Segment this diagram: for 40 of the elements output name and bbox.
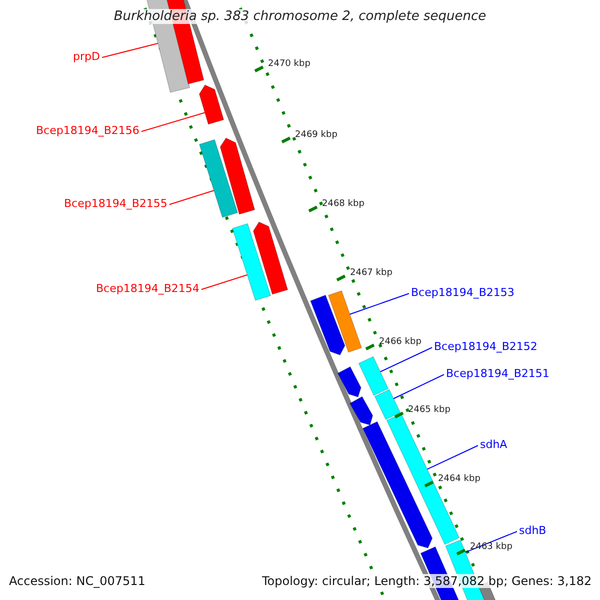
gene-feature <box>252 222 288 295</box>
leader-line <box>426 445 478 470</box>
scale-label: 2470 kbp <box>268 59 310 69</box>
info-text: Accession: NC_007511 <box>9 574 146 588</box>
gene-feature <box>310 294 346 356</box>
leader-line <box>168 190 214 205</box>
leader-line <box>101 42 158 58</box>
gene-label: Bcep18194_B2152 <box>434 340 538 353</box>
leader-line <box>349 293 410 315</box>
gene-feature <box>220 137 256 215</box>
title: Burkholderia sp. 383 chromosome 2, complete sequence <box>114 9 486 24</box>
leader-line <box>380 347 432 372</box>
scale-label: 2469 kbp <box>295 130 338 140</box>
scale-label: 2468 kbp <box>322 199 364 209</box>
gene-label: Bcep18194_B2151 <box>446 367 550 380</box>
scale-label: 2467 kbp <box>350 268 392 278</box>
gene-feature <box>374 388 401 420</box>
gene-label: prpD <box>73 50 100 63</box>
gene-feature <box>358 356 389 396</box>
leader-line <box>393 374 444 400</box>
scale-label: 2465 kbp <box>408 405 450 415</box>
info-text: Topology: circular; Length: 3,587,082 bp; Genes: 3,182 <box>262 574 592 588</box>
gene-feature <box>349 396 374 426</box>
gene-label: sdhA <box>480 438 508 451</box>
gene-label: sdhB <box>519 524 546 537</box>
leader-line <box>140 112 206 132</box>
gene-feature <box>198 84 224 125</box>
gene-feature <box>386 413 460 545</box>
gene-label: Bcep18194_B2155 <box>64 197 168 210</box>
scale-label: 2466 kbp <box>379 337 422 347</box>
gene-feature <box>328 290 362 353</box>
scale-label: 2464 kbp <box>438 474 480 484</box>
gene-label: Bcep18194_B2153 <box>411 286 514 299</box>
gene-feature <box>198 139 238 218</box>
gene-feature <box>337 366 362 398</box>
gene-feature <box>232 223 272 301</box>
gene-label: Bcep18194_B2154 <box>96 282 200 295</box>
gene-feature <box>362 421 433 548</box>
gene-label: Bcep18194_B2156 <box>36 124 140 137</box>
leader-line <box>200 274 248 290</box>
